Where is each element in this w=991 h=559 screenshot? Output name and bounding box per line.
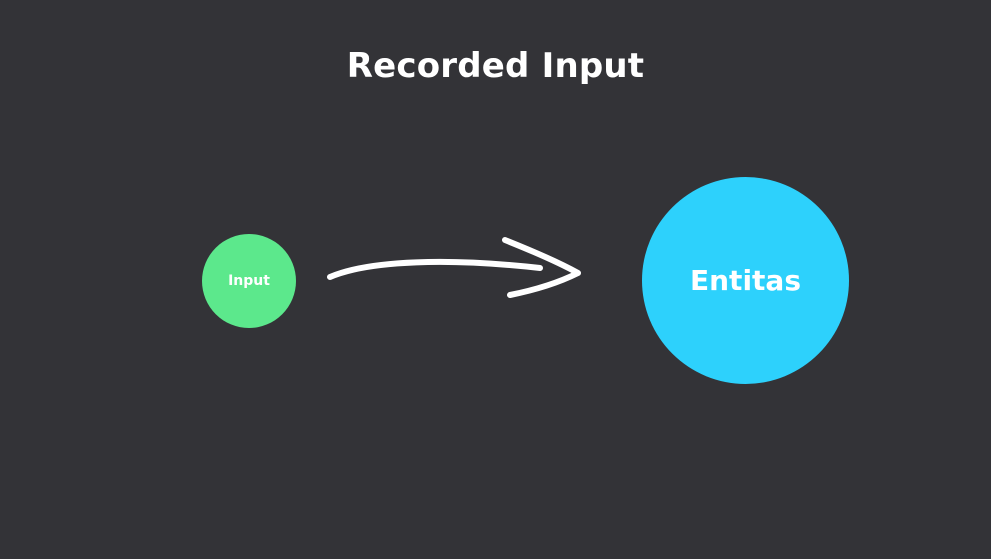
input-node-label: Input: [228, 273, 270, 289]
entitas-node-label: Entitas: [690, 264, 801, 297]
entitas-node: Entitas: [642, 177, 849, 384]
input-node: Input: [202, 234, 296, 328]
arrow-head: [502, 237, 581, 298]
slide-title: Recorded Input: [346, 46, 645, 86]
arrow-shaft: [327, 258, 543, 280]
